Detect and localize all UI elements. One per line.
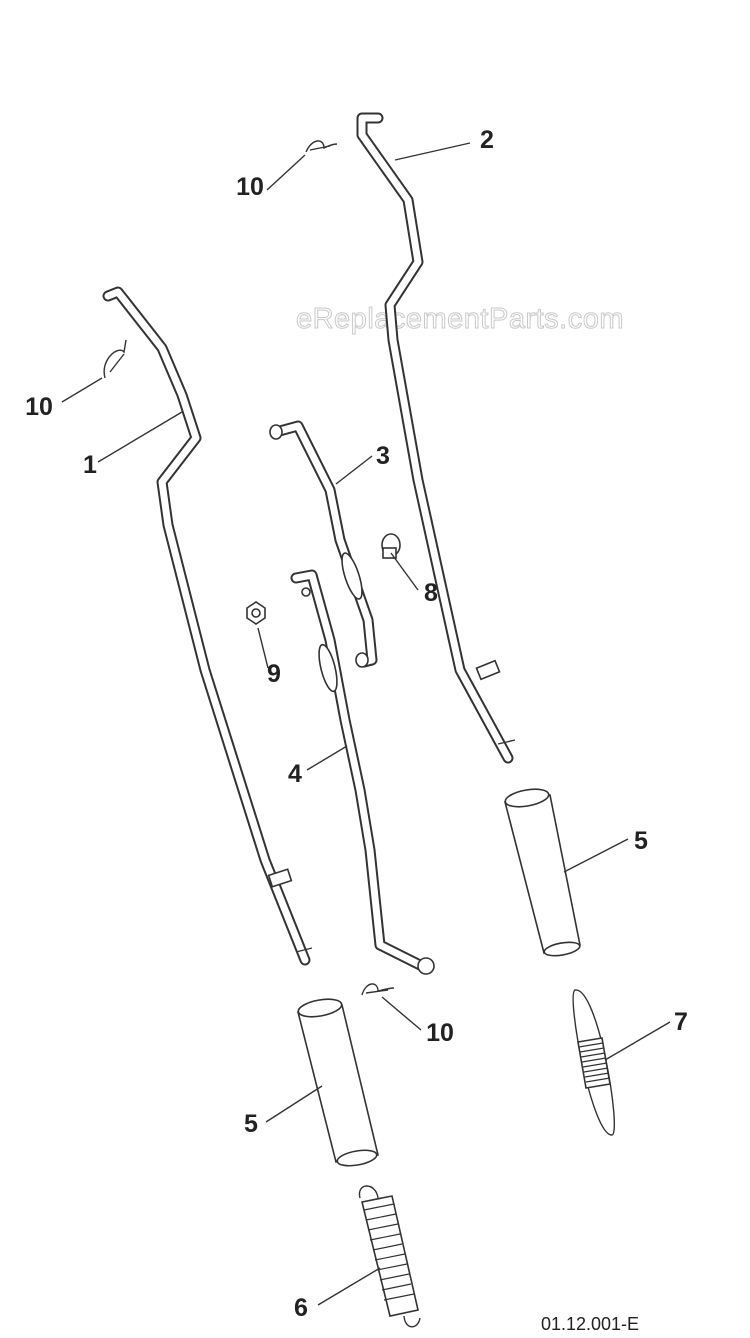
spring-part-7 [572, 989, 616, 1136]
watermark-text: eReplacementParts.com [296, 303, 624, 335]
callout-10-top: 10 [236, 173, 264, 201]
callout-3: 3 [376, 442, 390, 470]
callout-5-upper: 5 [634, 827, 648, 855]
rod-part-1 [102, 286, 313, 966]
callout-2: 2 [480, 126, 494, 154]
callout-9: 9 [267, 660, 281, 688]
clip-part-10-bottom [361, 983, 395, 996]
clip-part-10-top [305, 140, 338, 153]
rod-part-2 [356, 112, 516, 764]
clip-part-10-left [103, 339, 127, 379]
grip-part-5-lower [297, 998, 379, 1167]
pin-part-8 [381, 533, 401, 559]
link-part-3 [269, 420, 378, 668]
nut-part-9 [246, 601, 266, 625]
callout-10-left: 10 [25, 393, 53, 421]
callout-10-bottom: 10 [426, 1019, 454, 1047]
callout-5-lower: 5 [244, 1110, 258, 1138]
spring-part-6 [358, 1185, 421, 1328]
link-part-4 [290, 569, 435, 975]
callout-7: 7 [674, 1008, 688, 1036]
callout-8: 8 [424, 579, 438, 607]
callout-4: 4 [288, 760, 302, 788]
leader-lines [61, 142, 671, 1306]
grip-part-5-upper [504, 788, 581, 957]
diagram-code: 01.12.001-E [541, 1314, 639, 1334]
callout-6: 6 [294, 1294, 308, 1322]
callout-1: 1 [83, 451, 97, 479]
